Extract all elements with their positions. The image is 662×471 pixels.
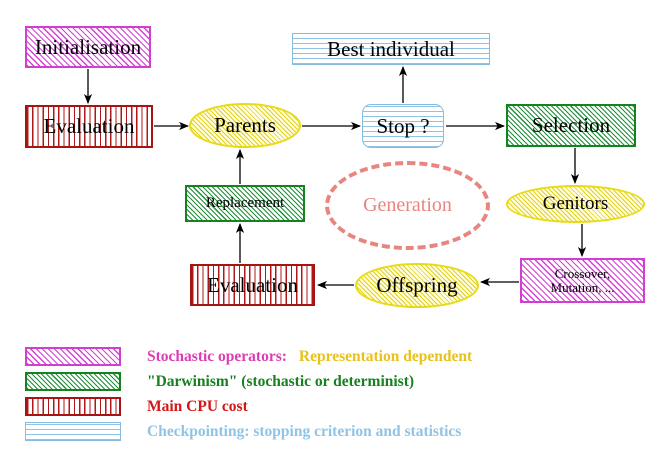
legend-label-main-cpu-cost: Main CPU cost xyxy=(147,397,248,415)
node-evaluation-top-label: Evaluation xyxy=(43,114,135,139)
legend-label-darwinism: "Darwinism" (stochastic or determinist) xyxy=(147,372,415,390)
legend-row-darwinism: "Darwinism" (stochastic or determinist) xyxy=(25,372,414,391)
node-crossover-mutation-label: Crossover, Mutation, ... xyxy=(550,265,615,295)
node-initialisation[interactable]: Initialisation xyxy=(25,26,151,68)
node-selection[interactable]: Selection xyxy=(506,104,636,147)
node-stop-label: Stop ? xyxy=(376,113,430,138)
node-selection-label: Selection xyxy=(531,113,611,138)
node-initialisation-label: Initialisation xyxy=(34,34,142,59)
legend-label-representation-dependent: Representation dependent xyxy=(298,347,473,365)
node-best-individual-label: Best individual xyxy=(327,36,455,61)
node-best-individual[interactable]: Best individual xyxy=(292,33,490,65)
node-offspring-label: Offspring xyxy=(376,273,458,298)
node-parents-label: Parents xyxy=(214,113,276,138)
legend-swatch-magenta xyxy=(25,347,121,366)
legend-label-checkpointing: Checkpointing: stopping criterion and st… xyxy=(147,422,462,440)
node-genitors[interactable]: Genitors xyxy=(506,185,645,223)
node-genitors-label: Genitors xyxy=(542,193,609,215)
node-parents[interactable]: Parents xyxy=(189,103,301,148)
node-generation-label: Generation xyxy=(363,194,452,216)
legend-row-stochastic-operators: Stochastic operators: Representation dep… xyxy=(25,347,472,366)
legend-row-checkpointing: Checkpointing: stopping criterion and st… xyxy=(25,422,461,441)
legend-row-main-cpu-cost: Main CPU cost xyxy=(25,397,248,416)
node-replacement[interactable]: Replacement xyxy=(185,185,305,222)
node-crossover-mutation[interactable]: Crossover, Mutation, ... xyxy=(520,258,645,303)
node-stop[interactable]: Stop ? xyxy=(362,104,444,148)
node-generation: Generation xyxy=(325,161,490,250)
legend-swatch-green xyxy=(25,372,121,391)
legend-swatch-red xyxy=(25,397,121,416)
node-offspring[interactable]: Offspring xyxy=(355,263,479,308)
node-replacement-label: Replacement xyxy=(205,194,285,211)
legend-label-stochastic-operators: Stochastic operators: xyxy=(147,347,287,365)
node-evaluation-top[interactable]: Evaluation xyxy=(25,105,153,148)
legend-swatch-blue xyxy=(25,422,121,441)
node-evaluation-bottom[interactable]: Evaluation xyxy=(190,264,315,306)
node-evaluation-bottom-label: Evaluation xyxy=(207,272,298,297)
